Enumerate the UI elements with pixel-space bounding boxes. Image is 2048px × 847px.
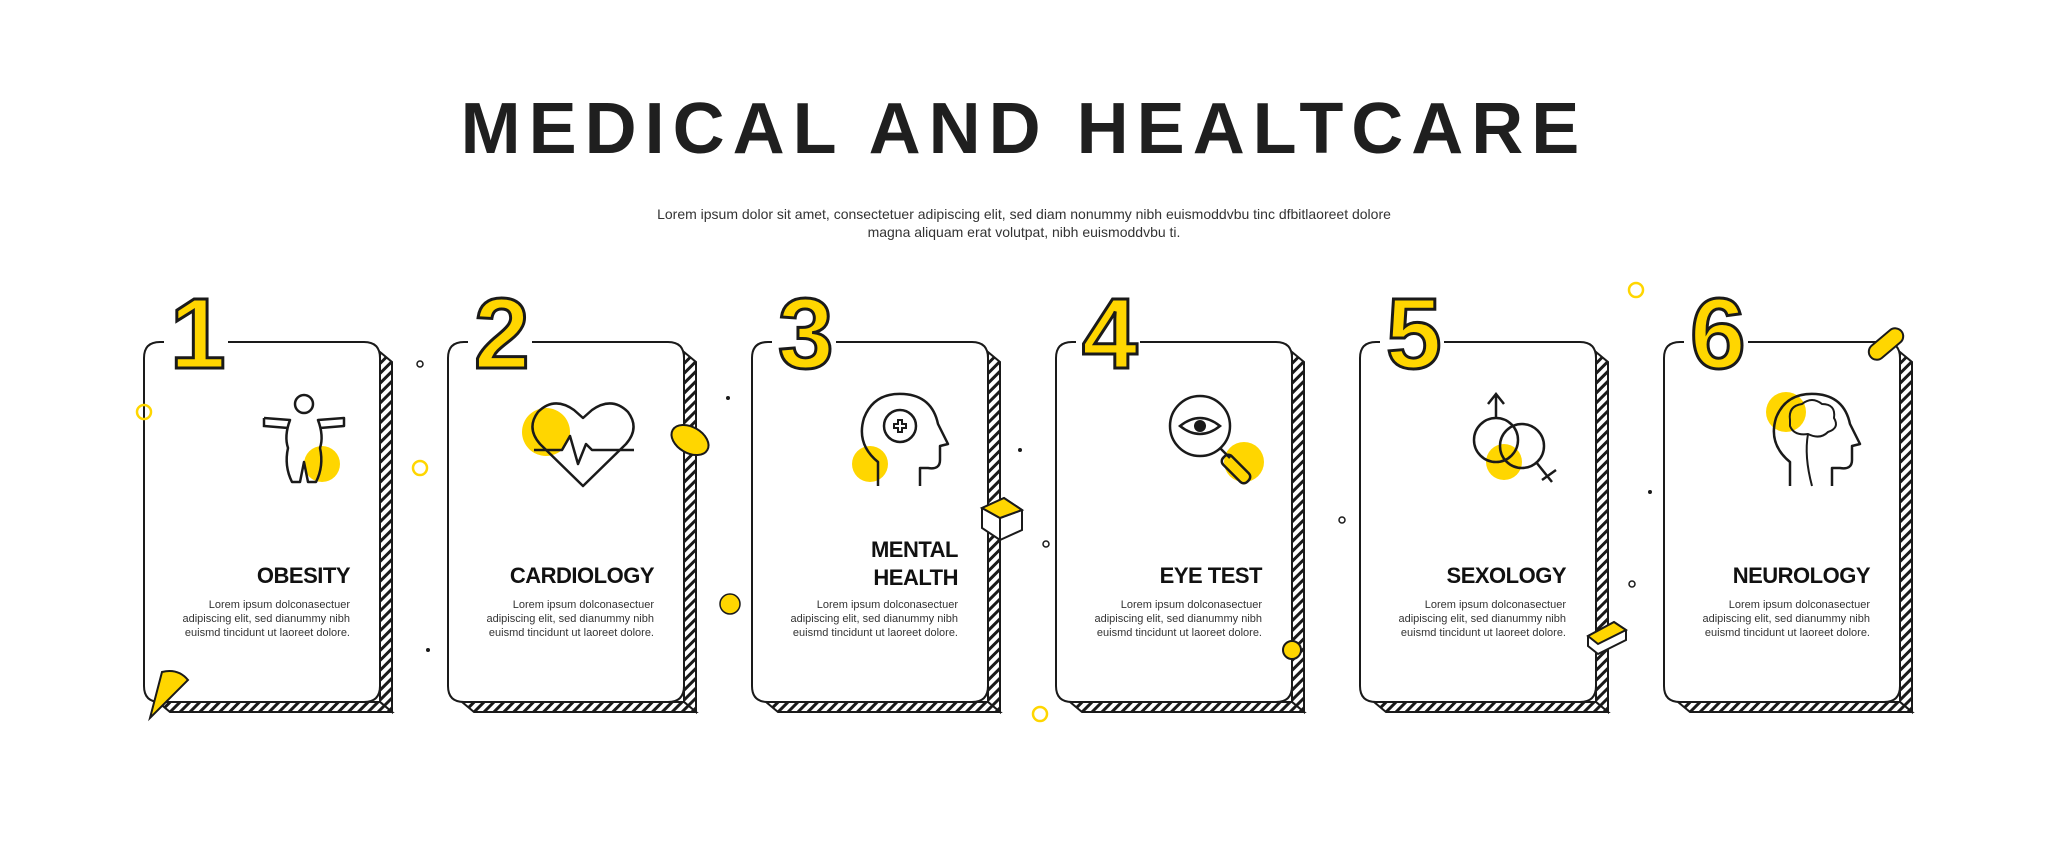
card-text-line: adipiscing elit, sed dianummy nibh	[182, 613, 350, 625]
card-number: 4	[1081, 278, 1140, 390]
card-title: CARDIOLOGY	[509, 563, 655, 588]
card-title: EYE TEST	[1159, 563, 1263, 588]
card-frame	[751, 341, 1003, 715]
card-title: OBESITY	[256, 563, 351, 588]
card-description: Lorem ipsum dolconasectuer adipiscing el…	[1680, 598, 1870, 640]
card-frame	[1055, 341, 1307, 715]
card-frame	[1359, 341, 1611, 715]
card-text-line: adipiscing elit, sed dianummy nibh	[486, 613, 654, 625]
card-description: Lorem ipsum dolconasectuer adipiscing el…	[1072, 598, 1262, 640]
card-text-line: Lorem ipsum dolconasectuer	[816, 599, 958, 611]
ring-decoration	[1627, 281, 1645, 299]
eye-magnifier-icon	[1168, 394, 1264, 485]
circle-decoration	[719, 593, 741, 615]
card-frame	[143, 341, 395, 715]
heartbeat-icon	[522, 402, 635, 488]
card-number: 1	[169, 278, 228, 390]
subtitle-line-2: magna aliquam erat volutpat, nibh euismo…	[867, 224, 1181, 240]
card-title: MENTAL HEALTH	[870, 537, 959, 590]
page-subtitle: Lorem ipsum dolor sit amet, consectetuer…	[574, 205, 1474, 241]
card-text-line: euismd tincidunt ut laoreet dolore.	[1704, 627, 1870, 639]
card-text-line: euismd tincidunt ut laoreet dolore.	[1400, 627, 1566, 639]
dot-decoration	[1648, 490, 1652, 494]
dot-decoration	[1628, 580, 1636, 588]
card-cardiology: 2 CARDIOLOGY Lorem ipsum dolconasectuer …	[447, 283, 700, 715]
card-description: Lorem ipsum dolconasectuer adipiscing el…	[464, 598, 654, 640]
gender-symbols-icon	[1472, 391, 1557, 483]
card-title: NEUROLOGY	[1732, 563, 1871, 588]
card-number: 5	[1385, 278, 1444, 390]
card-text-line: euismd tincidunt ut laoreet dolore.	[1096, 627, 1262, 639]
ring-decoration	[411, 459, 429, 477]
mental-health-icon	[852, 392, 950, 486]
page-title: MEDICAL AND HEALTCARE	[460, 89, 1588, 169]
card-text-line: euismd tincidunt ut laoreet dolore.	[488, 627, 654, 639]
card-text-line: euismd tincidunt ut laoreet dolore.	[792, 627, 958, 639]
card-text-line: Lorem ipsum dolconasectuer	[208, 599, 350, 611]
card-description: Lorem ipsum dolconasectuer adipiscing el…	[160, 598, 350, 640]
subtitle-line-1: Lorem ipsum dolor sit amet, consectetuer…	[657, 206, 1391, 222]
card-description: Lorem ipsum dolconasectuer adipiscing el…	[1376, 598, 1566, 640]
card-text-line: adipiscing elit, sed dianummy nibh	[1398, 613, 1566, 625]
card-text-line: euismd tincidunt ut laoreet dolore.	[184, 627, 350, 639]
card-text-line: adipiscing elit, sed dianummy nibh	[1702, 613, 1870, 625]
dot-decoration	[1042, 540, 1050, 548]
card-frame	[1663, 341, 1915, 715]
ring-decoration	[1031, 705, 1049, 723]
card-text-line: Lorem ipsum dolconasectuer	[1120, 599, 1262, 611]
card-mental-health: 3 MENTAL HEALTH Lorem ipsum dolconasectu…	[751, 283, 1004, 715]
card-text-line: Lorem ipsum dolconasectuer	[512, 599, 654, 611]
brain-head-icon	[1766, 392, 1862, 487]
card-description: Lorem ipsum dolconasectuer adipiscing el…	[768, 598, 958, 640]
card-text-line: Lorem ipsum dolconasectuer	[1728, 599, 1870, 611]
card-frame	[447, 341, 699, 715]
card-number: 6	[1689, 278, 1748, 390]
dot-decoration	[1338, 516, 1346, 524]
card-eye-test: 4 EYE TEST Lorem ipsum dolconasectuer ad…	[1055, 283, 1308, 715]
dot-decoration	[1018, 448, 1022, 452]
dot-decoration	[726, 396, 730, 400]
dot-decoration	[426, 648, 430, 652]
card-title: SEXOLOGY	[1446, 563, 1567, 588]
card-number: 3	[777, 278, 836, 390]
card-obesity: 1 OBESITY Lorem ipsum dolconasectuer adi…	[143, 283, 396, 715]
dot-decoration	[416, 360, 424, 368]
card-sexology: 5 SEXOLOGY Lorem ipsum dolconasectuer ad…	[1359, 283, 1612, 715]
obesity-icon	[262, 393, 346, 484]
card-neurology: 6 NEUROLOGY Lorem ipsum dolconasectuer a…	[1663, 283, 1916, 715]
card-number: 2	[473, 278, 532, 390]
card-text-line: adipiscing elit, sed dianummy nibh	[1094, 613, 1262, 625]
card-text-line: Lorem ipsum dolconasectuer	[1424, 599, 1566, 611]
card-text-line: adipiscing elit, sed dianummy nibh	[790, 613, 958, 625]
